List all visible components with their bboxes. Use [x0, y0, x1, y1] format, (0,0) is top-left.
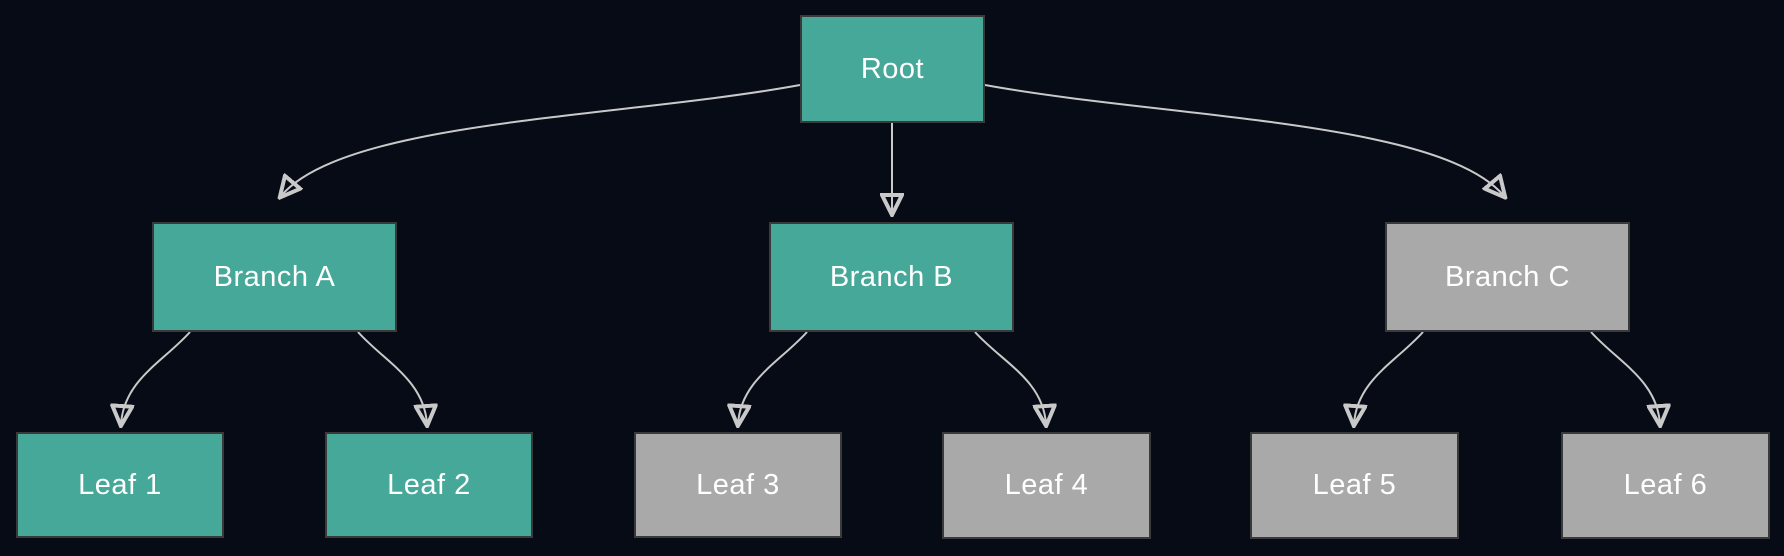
node-label: Leaf 4	[1004, 469, 1089, 501]
edge-root-branch-c	[984, 84, 1504, 196]
edge-branch-a-leaf-1	[121, 331, 191, 424]
edge-branch-c-leaf-5	[1354, 331, 1424, 424]
node-root: Root	[800, 15, 985, 123]
node-branch-b: Branch B	[769, 222, 1014, 332]
node-branch-a: Branch A	[152, 222, 397, 332]
node-branch-c: Branch C	[1385, 222, 1630, 332]
node-leaf-3: Leaf 3	[634, 432, 842, 538]
node-label: Leaf 1	[78, 468, 162, 501]
node-label: Branch B	[829, 260, 954, 293]
node-leaf-2: Leaf 2	[325, 432, 533, 538]
edge-branch-b-leaf-4	[974, 331, 1046, 424]
node-label: Leaf 3	[696, 468, 780, 501]
node-label: Branch C	[1445, 260, 1570, 293]
node-label: Root	[860, 52, 925, 85]
node-leaf-6: Leaf 6	[1561, 432, 1770, 539]
edge-branch-b-leaf-3	[738, 331, 808, 424]
edge-branch-c-leaf-6	[1590, 331, 1660, 424]
node-label: Leaf 5	[1312, 469, 1397, 501]
edge-branch-a-leaf-2	[357, 331, 427, 424]
node-label: Leaf 6	[1623, 469, 1708, 501]
node-leaf-5: Leaf 5	[1250, 432, 1459, 539]
node-label: Branch A	[213, 260, 336, 293]
node-label: Leaf 2	[387, 468, 471, 501]
node-leaf-1: Leaf 1	[16, 432, 224, 538]
node-leaf-4: Leaf 4	[942, 432, 1151, 539]
edge-root-branch-a	[281, 84, 801, 196]
